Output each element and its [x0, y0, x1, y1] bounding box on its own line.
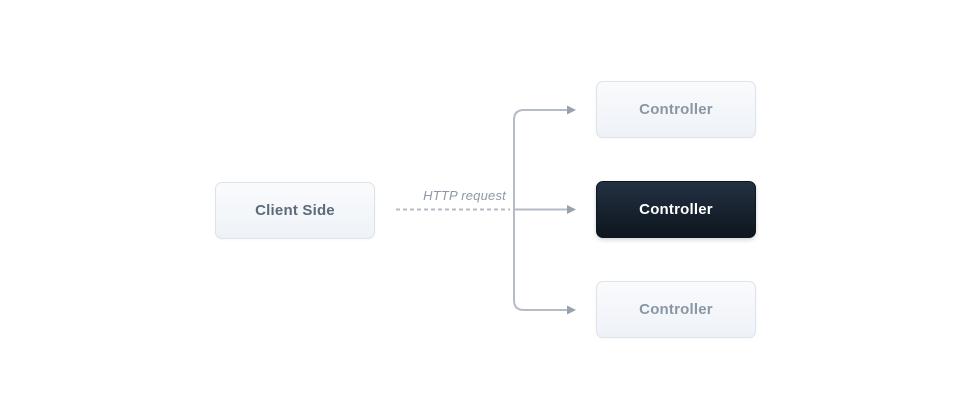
controller-label: Controller — [639, 301, 713, 318]
branch-top-line — [513, 109, 567, 210]
arrowhead-top-icon — [567, 105, 576, 115]
branch-bottom-line — [513, 209, 567, 311]
controller-label: Controller — [639, 201, 713, 218]
arrowhead-middle-icon — [567, 205, 576, 214]
controller-node-bottom: Controller — [596, 281, 756, 338]
controller-node-middle-highlighted: Controller — [596, 181, 756, 238]
arrowhead-bottom-icon — [567, 305, 576, 315]
controller-node-top: Controller — [596, 81, 756, 138]
client-side-node: Client Side — [215, 182, 375, 239]
http-request-label: HTTP request — [423, 188, 506, 203]
controller-label: Controller — [639, 101, 713, 118]
client-side-label: Client Side — [255, 202, 335, 219]
